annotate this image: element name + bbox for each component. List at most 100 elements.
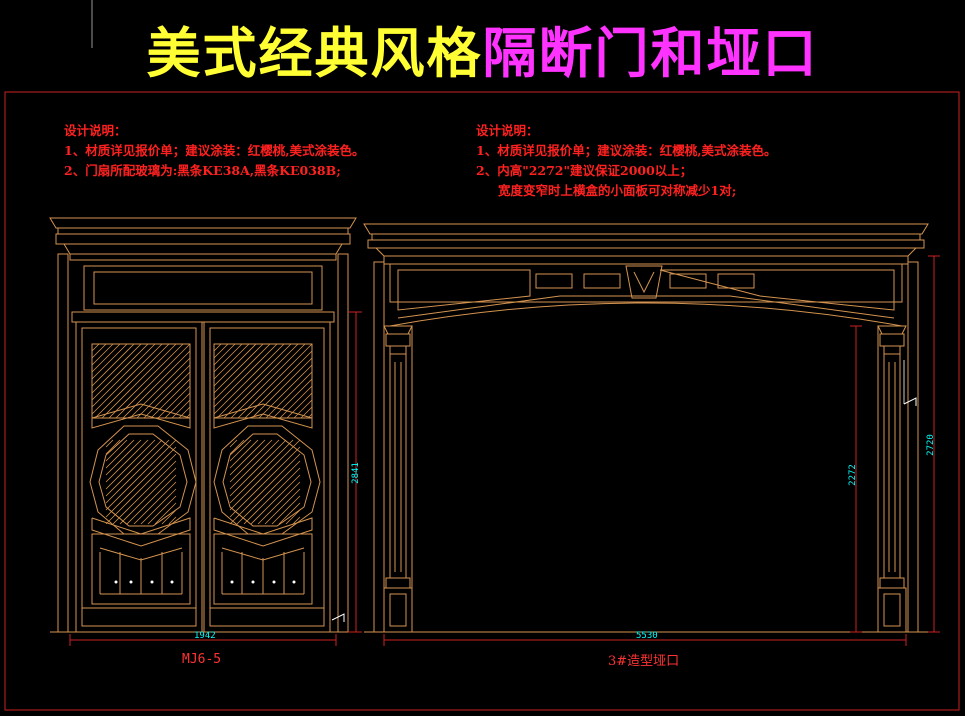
design-notes-archway: 设计说明： 1、材质详见报价单；建议涂装：红樱桃,美式涂装色。 2、内高"227… — [476, 121, 777, 201]
hatch-line — [229, 439, 266, 476]
hatch-line — [213, 343, 222, 352]
dim-door-height: 2841 — [350, 462, 361, 484]
hatch-line — [171, 399, 191, 419]
hatch-line — [168, 516, 177, 525]
notes-archway-heading: 设计说明： — [476, 123, 539, 138]
hatch-line — [229, 439, 287, 497]
dim-door-width: 1942 — [194, 631, 216, 641]
hatch-line — [105, 446, 177, 518]
hatch-line — [105, 453, 177, 525]
hatch-line — [105, 439, 177, 511]
hatch-line — [91, 343, 163, 415]
hatch-line — [91, 343, 135, 387]
hatch-line — [108, 343, 184, 419]
hatch-line — [272, 378, 313, 419]
hatch-line — [91, 343, 156, 408]
hatch-line — [279, 385, 313, 419]
archway-dimension-lines — [383, 255, 940, 646]
hatch-line — [213, 343, 236, 366]
archway-caption: 3#造型垭口 — [608, 654, 680, 669]
hatch-line — [91, 343, 128, 380]
hatch-line — [250, 474, 301, 525]
hatch-line — [91, 343, 107, 359]
notes-archway-line-1: 1、材质详见报价单；建议涂装：红樱桃,美式涂装色。 — [476, 143, 777, 158]
hatch-line — [147, 495, 177, 525]
hatch-line — [105, 439, 170, 504]
notes-door-line-1: 1、材质详见报价单；建议涂装：红樱桃,美式涂装色。 — [64, 143, 365, 158]
hatch-line — [223, 343, 299, 419]
hatch-line — [258, 364, 313, 419]
hatch-line — [105, 439, 156, 490]
hatch-line — [91, 343, 114, 366]
hatch-line — [91, 343, 100, 352]
hatch-line — [105, 439, 135, 469]
hatch-line — [230, 343, 306, 419]
hatch-line — [244, 350, 313, 419]
hatch-line — [185, 413, 191, 419]
dim-arch-width: 5530 — [636, 631, 658, 641]
dim-arch-inner-height: 2272 — [847, 464, 858, 486]
door-elevation — [49, 217, 357, 633]
hatch-line — [133, 481, 177, 525]
hatch-line — [161, 509, 177, 525]
archway-break-symbol — [903, 397, 917, 406]
hatch-line — [105, 439, 114, 448]
door-dimension-lines — [69, 311, 362, 646]
hatch-line — [293, 399, 313, 419]
hatch-line — [229, 439, 252, 462]
hatch-line — [126, 474, 177, 525]
hatch-line — [112, 460, 177, 525]
notes-door-line-2: 2、门扇所配玻璃为:黑条KE38A,黑条KE038B; — [64, 163, 341, 178]
hatch-line — [216, 343, 292, 419]
hatch-line — [278, 502, 301, 525]
door-caption: MJ6-5 — [182, 652, 222, 667]
hatch-line — [101, 343, 177, 419]
sheet-frame — [4, 91, 960, 711]
hatch-line — [150, 378, 191, 419]
hatch-line — [105, 439, 149, 483]
hatch-line — [265, 371, 313, 419]
notes-door-heading: 设计说明： — [64, 123, 127, 138]
notes-archway-line-2: 2、内高"2272"建议保证2000以上； — [476, 163, 693, 178]
hatch-line — [229, 439, 259, 469]
hatch-line — [237, 343, 313, 419]
door-knobs — [114, 580, 296, 584]
hatch-line — [213, 343, 278, 408]
title-part-2: 隔断门和垭口 — [482, 21, 819, 85]
hatch-line — [243, 467, 301, 525]
hatch-line — [264, 488, 301, 525]
hatch-line — [164, 392, 191, 419]
design-notes-door: 设计说明： 1、材质详见报价单；建议涂装：红樱桃,美式涂装色。 2、门扇所配玻璃… — [64, 121, 365, 181]
hatch-line — [143, 371, 191, 419]
hatch-line — [271, 495, 301, 525]
door-glass-hatching — [91, 343, 313, 525]
hatch-line — [307, 413, 313, 419]
door-break-symbol — [331, 613, 345, 622]
hatch-line — [300, 406, 313, 419]
hatch-line — [122, 350, 191, 419]
hatch-line — [140, 488, 177, 525]
hatch-line — [285, 509, 301, 525]
title-part-1: 美式经典风格 — [146, 21, 483, 85]
hatch-line — [229, 446, 301, 518]
hatch-line — [229, 439, 273, 483]
hatch-line — [91, 343, 121, 373]
hatch-line — [213, 343, 271, 401]
dim-arch-total-height: 2720 — [925, 434, 936, 456]
hatch-line — [229, 453, 301, 525]
hatch-line — [213, 343, 243, 373]
hatch-line — [115, 343, 191, 419]
hatch-line — [229, 439, 280, 490]
hatch-line — [213, 343, 285, 415]
hatch-line — [105, 439, 163, 497]
hatch-line — [286, 392, 313, 419]
hatch-line — [178, 406, 191, 419]
hatch-line — [154, 502, 177, 525]
hatch-line — [229, 439, 238, 448]
hatch-line — [91, 343, 142, 394]
hatch-line — [94, 343, 170, 419]
page-title: 美式经典风格隔断门和垭口 — [0, 18, 965, 88]
hatch-line — [251, 357, 313, 419]
hatch-line — [105, 439, 128, 462]
